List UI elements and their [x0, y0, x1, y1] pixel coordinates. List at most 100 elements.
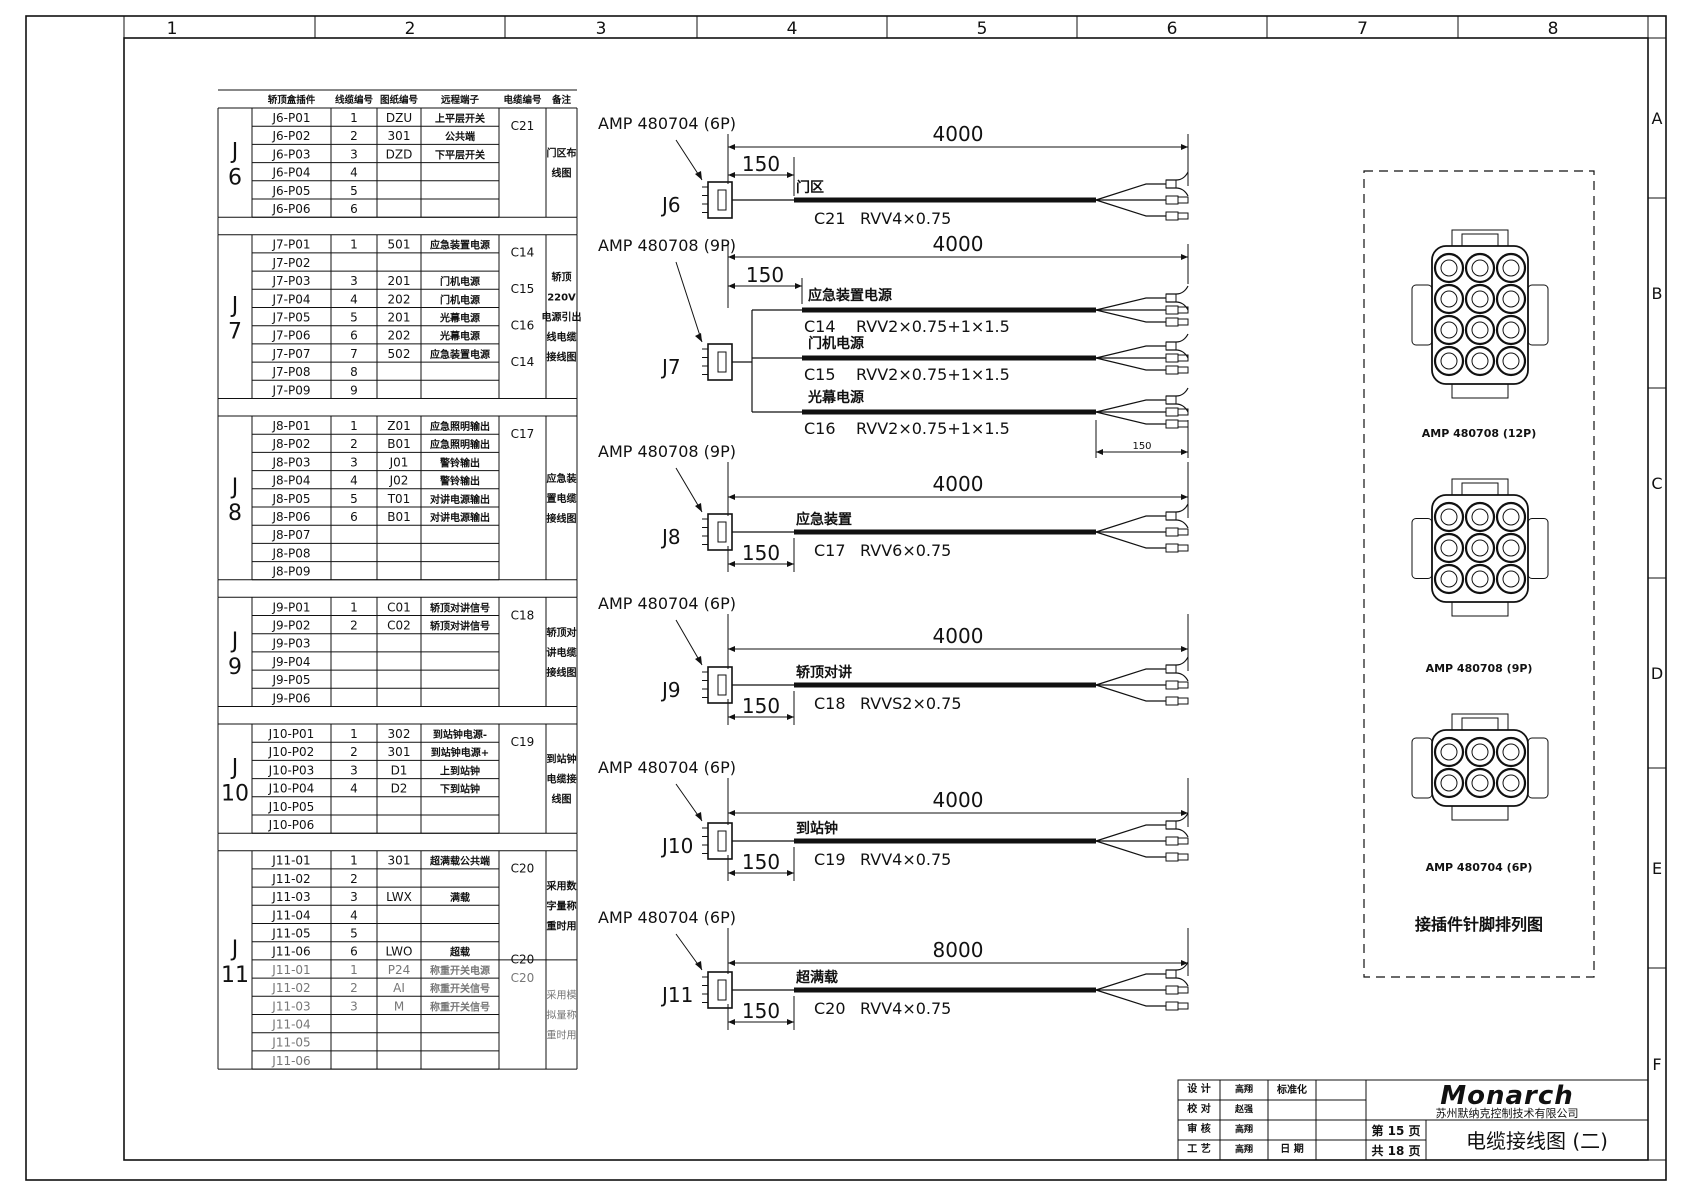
title-field-label: 设 计	[1187, 1082, 1210, 1095]
table-cell-no: 5	[350, 492, 358, 506]
plug-body	[707, 513, 733, 551]
terminal-sleeve	[1165, 836, 1179, 846]
table-cell-pin: J6-P06	[271, 202, 310, 216]
pin-cavity	[1433, 252, 1465, 284]
table-cell-term: 超满载公共端	[429, 855, 490, 868]
dimension-arrow	[728, 494, 735, 500]
cable-code: C18	[814, 694, 846, 713]
table-cell-code: DZU	[386, 111, 412, 125]
table-cell-pin: J6-P02	[271, 129, 310, 143]
company-logo: Monarch	[1440, 1081, 1574, 1111]
cable-code: C19	[814, 850, 846, 869]
pin-cavity	[1464, 252, 1496, 284]
cable-code: C20	[814, 999, 846, 1018]
table-cell-cable: C20	[511, 971, 535, 985]
table-cell-term: 门机电源	[440, 275, 480, 288]
fork-terminal	[1166, 656, 1189, 682]
table-header-cell: 轿顶盒插件	[268, 94, 316, 106]
pin-cavity	[1433, 736, 1465, 768]
dimension-arrow	[787, 561, 794, 567]
connector-housing	[1431, 245, 1529, 385]
terminal-pin	[1177, 1002, 1189, 1010]
terminal-pin	[1177, 420, 1189, 428]
group-label-num: 9	[228, 655, 242, 680]
wire-strand	[1095, 199, 1166, 217]
table-cell-cable: C14	[511, 246, 535, 260]
table-cell-pin: J11-03	[271, 890, 310, 904]
title-field-label: 日 期	[1280, 1142, 1303, 1155]
table-cell-pin: J10-P04	[268, 782, 315, 796]
table-cell-code: J01	[389, 455, 409, 469]
table-cell-pin: J11-01	[271, 854, 310, 868]
pin-cavity	[1495, 563, 1527, 595]
pin-cavity-inner	[1502, 508, 1520, 526]
pin-cavity	[1464, 314, 1496, 346]
table-cell-pin: J8-P06	[271, 510, 310, 524]
table-cell-code: J02	[389, 474, 409, 488]
group-label-num: 6	[228, 166, 242, 191]
dimension-arrow	[787, 714, 794, 720]
connector-ear	[1411, 737, 1433, 799]
connector-ear	[1527, 284, 1549, 346]
plug-body	[707, 971, 733, 1009]
pin-cavity-inner	[1440, 321, 1458, 339]
connector-latch	[1451, 383, 1509, 399]
terminal-pin	[1177, 366, 1189, 374]
table-remark: 接线图	[547, 512, 577, 525]
pin-cavity	[1464, 501, 1496, 533]
cable-type: RVV4×0.75	[860, 209, 951, 228]
table-cell-term: 光幕电源	[439, 330, 480, 343]
pin-cavity	[1464, 345, 1496, 377]
dimension-arrow	[1181, 449, 1188, 455]
pin-cavity	[1495, 532, 1527, 564]
table-cell-no: 3	[350, 999, 358, 1013]
dimension-label: 150	[742, 541, 780, 565]
pin-cavity-inner	[1471, 508, 1489, 526]
table-cell-no: 3	[350, 890, 358, 904]
cable-function-label: 轿顶对讲	[796, 664, 852, 681]
dimension-arrow	[1181, 254, 1188, 260]
grid-column-label: 6	[1167, 19, 1178, 39]
group-label-j: J	[230, 629, 239, 654]
terminal-sleeve	[1165, 211, 1179, 221]
table-cell-no: 1	[350, 600, 358, 614]
jack-label: J11	[660, 983, 693, 1007]
table-cell-code: D2	[391, 782, 408, 796]
dimension-arrow	[728, 254, 735, 260]
dimension-arrow	[1181, 960, 1188, 966]
pin-cavity	[1495, 345, 1527, 377]
dimension-arrow	[728, 646, 735, 652]
table-cell-cable: C18	[511, 608, 535, 622]
terminal-pin	[1177, 837, 1189, 845]
table-header-cell: 备注	[551, 94, 572, 106]
table-cell-pin: J7-P06	[271, 329, 310, 343]
terminal-sleeve	[1165, 365, 1179, 375]
connector-ear	[1527, 737, 1549, 799]
table-cell-code: LWX	[386, 890, 412, 904]
grid-row-label: C	[1651, 474, 1662, 493]
dimension-arrow	[728, 1019, 735, 1025]
table-remark: 重时用	[547, 1029, 577, 1042]
terminal-sleeve	[1165, 407, 1179, 417]
table-cell-term: 到站钟电源-	[433, 728, 487, 741]
pin-cavity-inner	[1440, 290, 1458, 308]
pinout-connector-0	[1411, 229, 1549, 399]
table-cell-code: 301	[388, 129, 411, 143]
table-remark: 接线图	[547, 351, 577, 364]
table-cell-pin: J9-P01	[271, 600, 310, 614]
terminal-sleeve	[1165, 985, 1179, 995]
table-cell-no: 4	[350, 292, 358, 306]
group-label-j: J	[230, 294, 239, 319]
terminal-pin	[1177, 544, 1189, 552]
table-cell-term: 称重开关信号	[430, 982, 490, 995]
cable-function-label: 到站钟	[796, 820, 838, 837]
table-cell-term: 门机电源	[440, 293, 480, 306]
table-cell-no: 2	[350, 872, 358, 886]
pin-cavity	[1433, 563, 1465, 595]
wire-strand	[1095, 824, 1166, 842]
plug-connector	[702, 971, 733, 1009]
table-cell-pin: J10-P01	[268, 727, 315, 741]
table-cell-cable: C20	[511, 862, 535, 876]
